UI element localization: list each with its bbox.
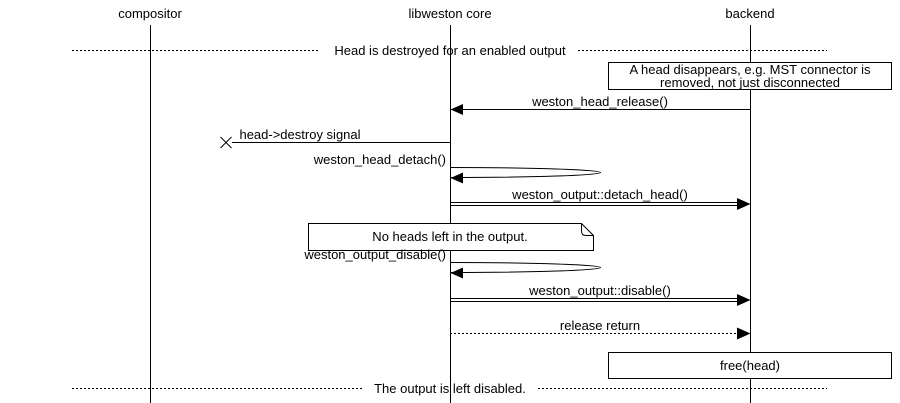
divider-bottom-label: The output is left disabled. <box>374 381 526 396</box>
message-weston-output-disable-self-label: weston_output_disable() <box>304 247 446 262</box>
message-weston-output-disable-label: weston_output::disable() <box>529 283 671 298</box>
arrow-weston-output-disable <box>450 294 751 306</box>
message-weston-output-detach-head-label: weston_output::detach_head() <box>512 187 688 202</box>
actor-libweston-core: libweston core <box>408 6 492 21</box>
actor-compositor: compositor <box>118 6 182 21</box>
arrow-release-return <box>450 327 751 340</box>
box-free-head-label: free(head) <box>720 358 780 373</box>
message-weston-head-release-label: weston_head_release() <box>532 94 668 109</box>
note-head-disappears-box <box>608 62 892 90</box>
arrow-weston-head-detach-self <box>450 167 602 184</box>
note-head-disappears-label: A head disappears, e.g. MST connector is… <box>629 62 871 90</box>
box-free-head <box>608 352 892 379</box>
note-fold-corner-icon <box>581 223 594 236</box>
arrow-weston-output-detach-head <box>450 198 751 210</box>
note-no-heads-box <box>308 223 594 251</box>
arrow-weston-output-disable-self <box>450 262 602 279</box>
arrow-weston-head-release <box>450 104 750 115</box>
arrow-head-destroy-signal <box>220 136 450 149</box>
note-no-heads-label: No heads left in the output. <box>372 229 528 244</box>
actor-backend: backend <box>725 6 775 21</box>
message-release-return-label: release return <box>559 318 641 333</box>
message-weston-head-detach-label: weston_head_detach() <box>313 152 446 167</box>
lost-message-x-icon <box>220 136 232 149</box>
message-head-destroy-signal-label: head->destroy signal <box>239 127 361 142</box>
divider-top-label: Head is destroyed for an enabled output <box>334 43 566 58</box>
